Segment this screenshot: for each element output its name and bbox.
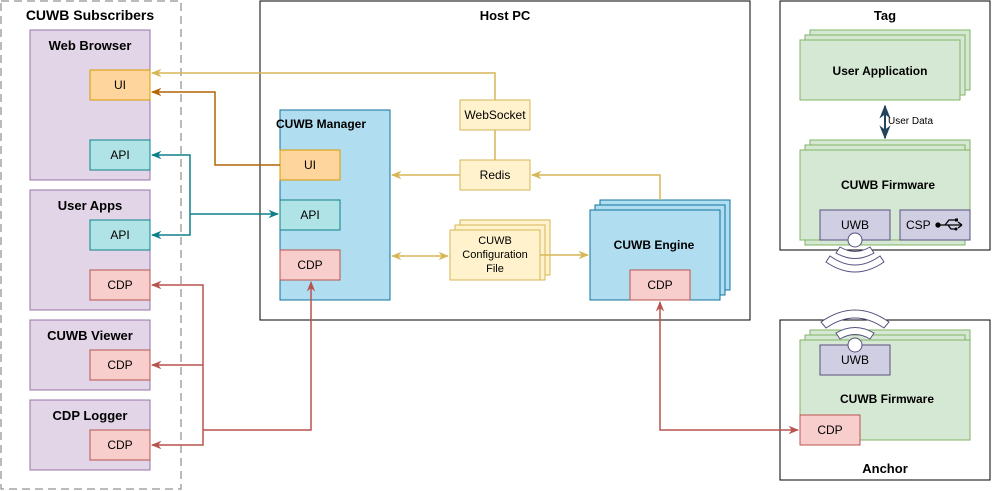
- cdp-logger-cdp-label: CDP: [107, 438, 132, 452]
- anchor-uwb-label: UWB: [841, 353, 869, 367]
- user-apps-cdp-label: CDP: [107, 278, 132, 292]
- tag-firmware-label: CUWB Firmware: [841, 178, 935, 192]
- subscribers-group: CUWB Subscribers: [0, 0, 182, 490]
- cuwb-viewer-cdp-label: CDP: [107, 358, 132, 372]
- anchor-cdp-block: [799, 414, 861, 446]
- cuwb-engine-stack: CUWB Engine CDP: [589, 199, 731, 301]
- manager-ui-label: UI: [304, 158, 316, 172]
- user-apps-title: User Apps: [58, 198, 123, 213]
- config-file-stack: CUWB Configuration File: [449, 219, 551, 281]
- tag-wireless-signal-icon: [825, 232, 885, 273]
- engine-cdp-block: [629, 269, 691, 301]
- cdp-logger-cdp-block: [89, 429, 151, 461]
- cuwb-manager-title: CUWB Manager: [276, 117, 366, 131]
- config-file-line-3: File: [486, 263, 504, 275]
- engine-to-redis-connector: [530, 170, 661, 200]
- cdp-logger-title: CDP Logger: [53, 408, 128, 423]
- usb-icon: [935, 218, 963, 231]
- web-browser-api-block: [89, 139, 151, 171]
- manager-ui-to-browser-ui-connector: [150, 87, 280, 166]
- web-browser-box: Web Browser UI API: [29, 29, 151, 181]
- tag-user-app-stack: User Application: [799, 29, 971, 101]
- web-browser-api-label: API: [110, 148, 129, 162]
- manager-ui-block: [279, 149, 341, 181]
- user-apps-box: User Apps API CDP: [29, 189, 151, 311]
- user-apps-cdp-block: [89, 269, 151, 301]
- config-file-line-1: CUWB: [478, 235, 512, 247]
- anchor-title: Anchor: [862, 461, 908, 476]
- tag-title: Tag: [874, 8, 896, 23]
- host-pc-group: Host PC: [259, 0, 751, 321]
- api-connector: [150, 150, 280, 240]
- user-data-connector: User Data: [879, 104, 933, 140]
- cuwb-manager-box: CUWB Manager UI API CDP: [276, 109, 391, 301]
- tag-uwb-label: UWB: [841, 218, 869, 232]
- cuwb-engine-title: CUWB Engine: [614, 238, 695, 252]
- web-browser-title: Web Browser: [49, 38, 132, 53]
- tag-csp-label: CSP: [906, 218, 931, 232]
- config-file-line-2: Configuration: [462, 249, 527, 261]
- cuwb-viewer-box: CUWB Viewer CDP: [29, 319, 151, 391]
- cdp-logger-box: CDP Logger CDP: [29, 399, 151, 471]
- websocket-to-browser-ui-connector: [150, 68, 496, 100]
- subscribers-title: CUWB Subscribers: [26, 7, 155, 23]
- manager-cdp-block: [279, 249, 341, 281]
- redis-box: Redis: [459, 159, 531, 191]
- cdp-distribution-connector: [150, 280, 316, 450]
- tag-user-app-label: User Application: [833, 64, 928, 78]
- engine-anchor-cdp-connector: [655, 300, 800, 435]
- anchor-wireless-signal-icon: [820, 309, 890, 353]
- manager-cdp-label: CDP: [297, 258, 322, 272]
- tag-group: Tag: [779, 0, 991, 251]
- user-apps-api-block: [89, 219, 151, 251]
- engine-cdp-label: CDP: [647, 278, 672, 292]
- web-browser-ui-label: UI: [114, 78, 126, 92]
- anchor-firmware-stack: UWB CUWB Firmware CDP: [799, 329, 971, 446]
- websocket-box: WebSocket: [459, 99, 531, 131]
- manager-api-block: [279, 199, 341, 231]
- anchor-cdp-label: CDP: [817, 423, 842, 437]
- cuwb-viewer-cdp-block: [89, 349, 151, 381]
- anchor-firmware-label: CUWB Firmware: [840, 392, 934, 406]
- host-pc-title: Host PC: [480, 8, 531, 23]
- cuwb-viewer-title: CUWB Viewer: [47, 328, 133, 343]
- tag-firmware-stack: CUWB Firmware UWB CSP: [799, 139, 971, 246]
- web-browser-ui-block: [89, 69, 151, 101]
- user-apps-api-label: API: [110, 228, 129, 242]
- websocket-label: WebSocket: [464, 108, 526, 122]
- user-data-label: User Data: [888, 116, 933, 127]
- redis-label: Redis: [480, 168, 511, 182]
- manager-api-label: API: [300, 208, 319, 222]
